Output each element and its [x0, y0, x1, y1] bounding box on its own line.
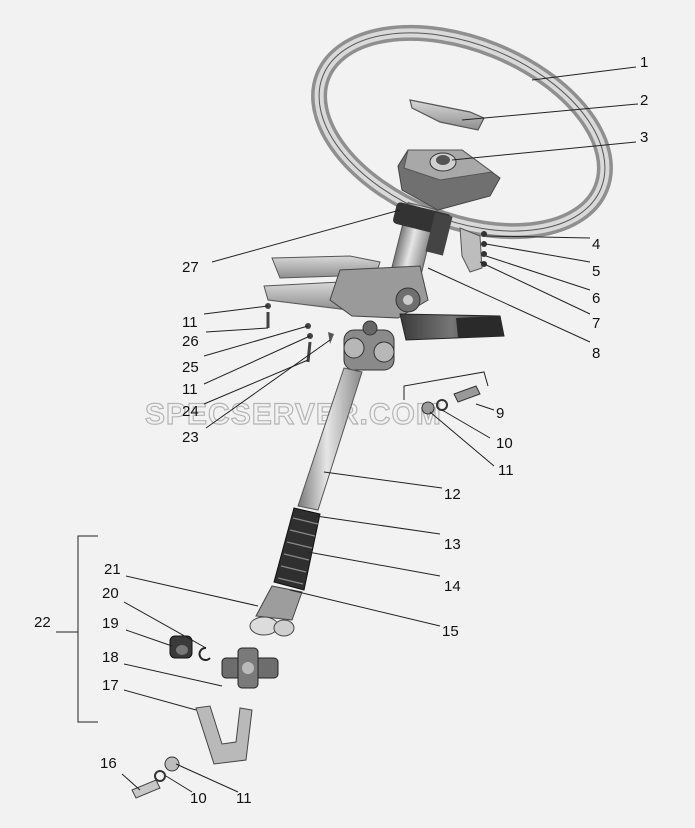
callout-21: 21	[104, 561, 121, 578]
callout-6: 6	[592, 290, 600, 307]
callout-4: 4	[592, 236, 600, 253]
callout-9: 9	[496, 405, 504, 422]
callout-26: 26	[182, 333, 199, 350]
intermediate-shaft	[297, 367, 363, 511]
callout-13: 13	[444, 536, 461, 553]
callout-11-right: 11	[498, 462, 514, 479]
steering-hub	[397, 149, 501, 211]
tilt-mechanism	[263, 255, 505, 341]
callout-27: 27	[182, 259, 199, 276]
callout-5: 5	[592, 263, 600, 280]
left-fasteners	[265, 303, 334, 363]
upper-universal-joint	[343, 320, 395, 371]
cover-plate	[409, 99, 485, 131]
callout-10-bottom: 10	[190, 790, 207, 807]
callout-12: 12	[444, 486, 461, 503]
leader-lines	[121, 66, 639, 793]
bearing-cap	[169, 635, 193, 659]
callout-11-left-upper: 11	[182, 314, 198, 331]
callout-14: 14	[444, 578, 461, 595]
bottom-fasteners	[131, 756, 180, 799]
callout-17: 17	[102, 677, 119, 694]
callout-25: 25	[182, 359, 199, 376]
circlip	[198, 647, 211, 661]
callout-2: 2	[640, 92, 648, 109]
callout-7: 7	[592, 315, 600, 332]
callout-11-left-lower: 11	[182, 381, 198, 398]
callout-labels: 1 2 3 4 5 6 7 8 9 10 11 12 13 14 15 16 1…	[34, 54, 648, 807]
watermark-text: SPECSERVER.COM	[145, 398, 442, 431]
callout-24: 24	[182, 403, 199, 420]
callout-10-right: 10	[496, 435, 513, 452]
callout-15: 15	[442, 623, 459, 640]
steering-column-upper	[388, 201, 453, 289]
callout-8: 8	[592, 345, 600, 362]
cross-spider	[221, 647, 279, 689]
callout-11-bottom: 11	[236, 790, 252, 807]
callout-23: 23	[182, 429, 199, 446]
callout-16: 16	[100, 755, 117, 772]
bracket-bolts	[459, 227, 487, 273]
callout-3: 3	[640, 129, 648, 146]
callout-22: 22	[34, 614, 51, 631]
callout-1: 1	[640, 54, 648, 71]
protective-boot	[273, 507, 321, 591]
callout-18: 18	[102, 649, 119, 666]
group-bracket-22	[77, 535, 98, 723]
right-fasteners	[421, 385, 481, 415]
callout-19: 19	[102, 615, 119, 632]
lower-fork	[195, 705, 253, 765]
lower-yoke	[249, 585, 303, 637]
callout-20: 20	[102, 585, 119, 602]
group-bracket-9-11	[403, 371, 489, 400]
